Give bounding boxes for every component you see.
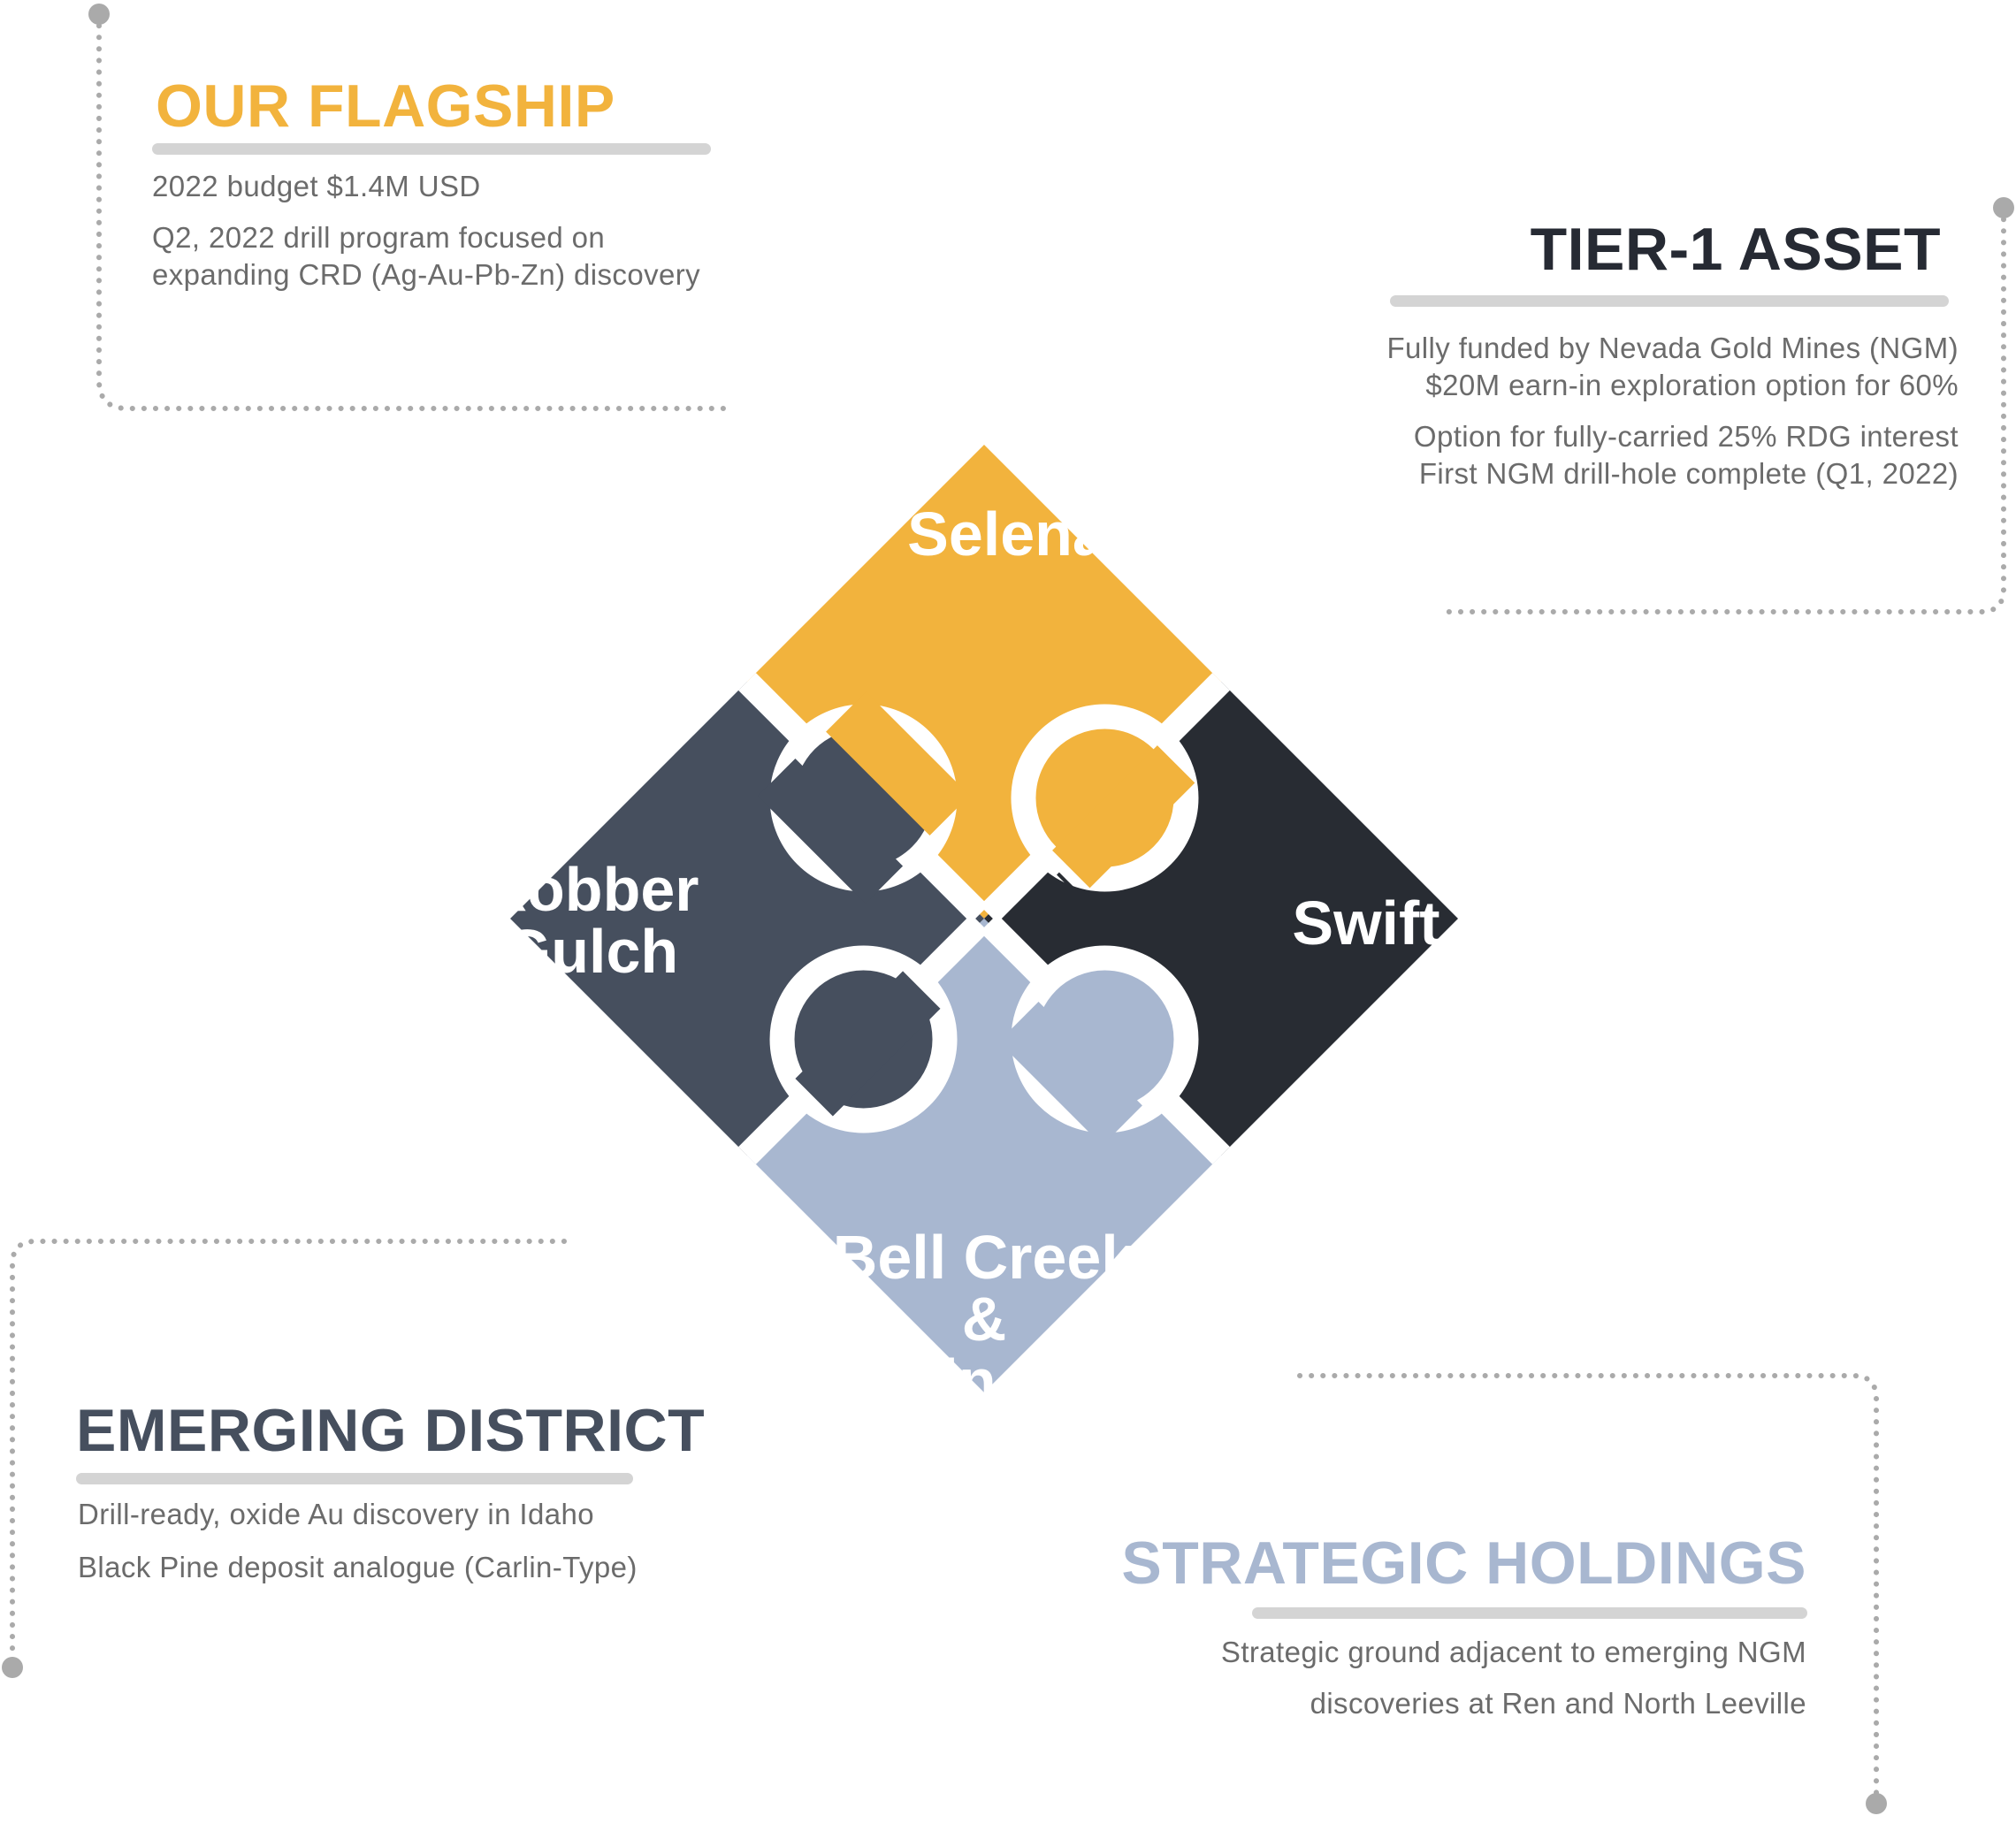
tier1-body: Fully funded by Nevada Gold Mines (NGM) … xyxy=(1386,330,1959,492)
flagship-line-2: Q2, 2022 drill program focused on xyxy=(152,221,606,254)
flagship-title: OUR FLAGSHIP xyxy=(156,72,615,140)
puzzle-outline xyxy=(493,427,1476,1410)
flagship-body: 2022 budget $1.4M USD Q2, 2022 drill pro… xyxy=(152,168,700,294)
connector-dot-tier1 xyxy=(1993,197,2014,218)
tier1-line-1: Fully funded by Nevada Gold Mines (NGM) xyxy=(1386,332,1959,364)
strategic-underline xyxy=(1252,1607,1807,1619)
flagship-underline xyxy=(152,143,711,155)
label-selena: Selena xyxy=(907,503,1107,565)
connector-tier1 xyxy=(1445,205,2006,614)
label-swift: Swift xyxy=(1292,892,1439,954)
connector-dot-emerging xyxy=(2,1657,23,1678)
label-robber-gulch-line2: Gulch xyxy=(502,917,679,986)
label-bell-creek-line1: Bell Creek xyxy=(832,1223,1136,1292)
label-bell-creek: Bell Creek & Carlin-East xyxy=(821,1226,1148,1412)
emerging-line-1: Drill-ready, oxide Au discovery in Idaho xyxy=(78,1498,594,1530)
label-selena-text: Selena xyxy=(907,500,1107,568)
label-robber-gulch: Robber Gulch xyxy=(483,858,699,982)
strategic-line-1: Strategic ground adjacent to emerging NG… xyxy=(1220,1636,1806,1668)
label-bell-creek-line2: & xyxy=(961,1285,1007,1354)
emerging-body: Drill-ready, oxide Au discovery in Idaho… xyxy=(78,1496,638,1586)
tier1-title: TIER-1 ASSET xyxy=(1530,216,1941,283)
emerging-underline xyxy=(76,1473,633,1484)
connector-dot-strategic xyxy=(1866,1793,1887,1814)
tier1-line-2: $20M earn-in exploration option for 60% xyxy=(1425,369,1959,401)
label-bell-creek-line3: Carlin-East xyxy=(821,1347,1148,1415)
tier1-line-3: Option for fully-carried 25% RDG interes… xyxy=(1413,420,1959,453)
label-swift-text: Swift xyxy=(1292,889,1440,957)
emerging-title: EMERGING DISTRICT xyxy=(76,1397,706,1464)
tier1-line-4: First NGM drill-hole complete (Q1, 2022) xyxy=(1418,457,1959,490)
emerging-line-2: Black Pine deposit analogue (Carlin-Type… xyxy=(78,1551,638,1583)
strategic-line-2: discoveries at Ren and North Leeville xyxy=(1310,1687,1806,1720)
strategic-body: Strategic ground adjacent to emerging NG… xyxy=(1221,1634,1806,1722)
connector-dot-flagship xyxy=(88,4,110,25)
strategic-title: STRATEGIC HOLDINGS xyxy=(1121,1530,1806,1597)
tier1-underline xyxy=(1390,295,1949,307)
label-robber-gulch-line1: Robber xyxy=(482,855,699,924)
flagship-line-1: 2022 budget $1.4M USD xyxy=(152,170,481,202)
flagship-line-3: expanding CRD (Ag-Au-Pb-Zn) discovery xyxy=(152,258,701,291)
connector-strategic xyxy=(1297,1373,1879,1804)
connector-emerging xyxy=(10,1239,567,1668)
